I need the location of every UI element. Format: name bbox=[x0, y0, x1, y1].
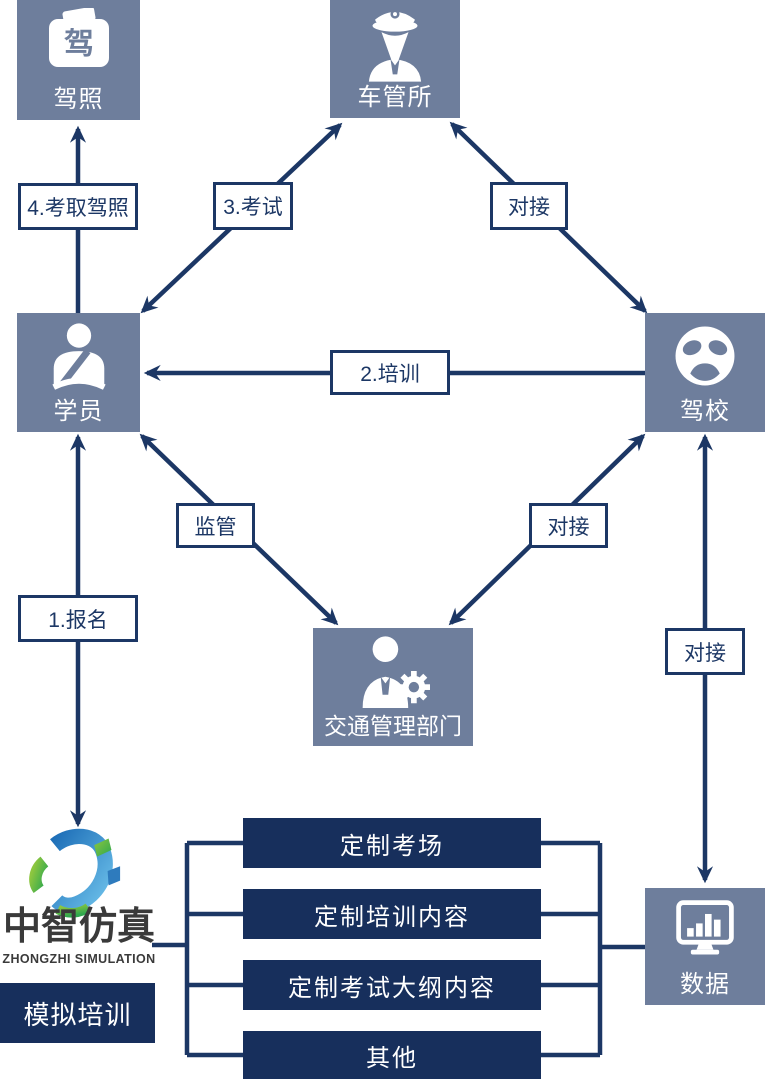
node-data-label: 数据 bbox=[680, 970, 730, 998]
logo-tagline-box: 模拟培训 bbox=[0, 983, 155, 1043]
solution-item-other: 其他 bbox=[243, 1031, 541, 1079]
monitor-bar-chart-icon bbox=[676, 900, 734, 955]
node-dmv: 车管所 bbox=[330, 0, 460, 118]
steering-wheel-icon bbox=[675, 326, 735, 386]
node-dmv-label: 车管所 bbox=[357, 83, 433, 111]
driver-icon bbox=[50, 323, 107, 391]
edge-label-enroll: 1.报名 bbox=[18, 595, 138, 642]
person-gear-icon bbox=[362, 636, 430, 708]
zhongzhi-logo-icon bbox=[29, 828, 121, 918]
node-student-label: 学员 bbox=[53, 397, 104, 425]
data-icon-wrap bbox=[645, 888, 765, 972]
license-card-icon: 驾 bbox=[48, 8, 109, 68]
license-icon-wrap: 驾 bbox=[17, 0, 140, 87]
bracket-left bbox=[152, 840, 243, 1058]
police-officer-icon bbox=[368, 9, 422, 82]
school-icon-wrap bbox=[645, 313, 765, 399]
edge-label-supervise: 监管 bbox=[176, 503, 255, 548]
solution-item-exam-outline: 定制考试大纲内容 bbox=[243, 960, 541, 1010]
edge-label-connect-school-traffic: 对接 bbox=[529, 503, 608, 548]
license-glyph: 驾 bbox=[64, 28, 94, 61]
edge-label-connect-school-data: 对接 bbox=[665, 628, 745, 675]
logo-title: 中智仿真 bbox=[2, 906, 155, 948]
node-school-label: 驾校 bbox=[680, 397, 730, 425]
solution-item-training-content: 定制培训内容 bbox=[243, 889, 541, 939]
node-data: 数据 bbox=[645, 888, 765, 1005]
traffic-icon-wrap bbox=[313, 628, 473, 714]
node-student: 学员 bbox=[17, 313, 140, 432]
edge-label-exam: 3.考试 bbox=[213, 182, 293, 230]
edge-label-training: 2.培训 bbox=[330, 350, 450, 395]
edge-label-connect-dmv-school: 对接 bbox=[490, 182, 568, 230]
solution-item-exam-field: 定制考场 bbox=[243, 818, 541, 868]
node-license-label: 驾照 bbox=[53, 85, 104, 113]
dmv-icon-wrap bbox=[330, 0, 460, 85]
edge-label-obtain-license: 4.考取驾照 bbox=[18, 183, 138, 230]
node-traffic: 交通管理部门 bbox=[313, 628, 473, 746]
node-school: 驾校 bbox=[645, 313, 765, 432]
node-traffic-label: 交通管理部门 bbox=[324, 712, 462, 739]
node-license: 驾 驾照 bbox=[17, 0, 140, 120]
logo-subtitle: ZHONGZHI SIMULATION bbox=[2, 952, 156, 966]
student-icon-wrap bbox=[17, 313, 140, 399]
bracket-right bbox=[541, 840, 645, 1058]
